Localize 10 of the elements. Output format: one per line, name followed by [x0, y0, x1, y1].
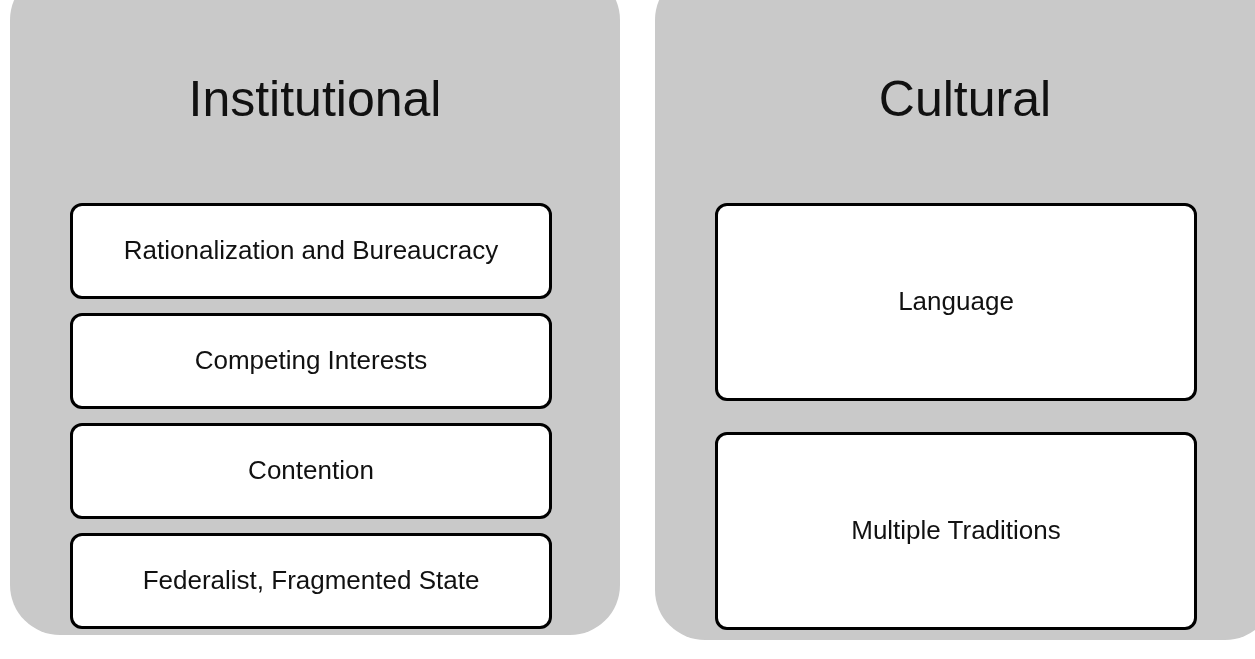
panel-heading: Cultural	[878, 70, 1052, 128]
factor-card: Federalist, Fragmented State	[70, 533, 552, 629]
group-panel	[655, 0, 1255, 640]
factor-card: Contention	[70, 423, 552, 519]
group-panel	[10, 0, 620, 635]
panel-heading: Institutional	[188, 70, 442, 128]
factor-card: Language	[715, 203, 1197, 401]
factor-card: Multiple Traditions	[715, 432, 1197, 630]
factor-card: Rationalization and Bureaucracy	[70, 203, 552, 299]
factor-card: Competing Interests	[70, 313, 552, 409]
